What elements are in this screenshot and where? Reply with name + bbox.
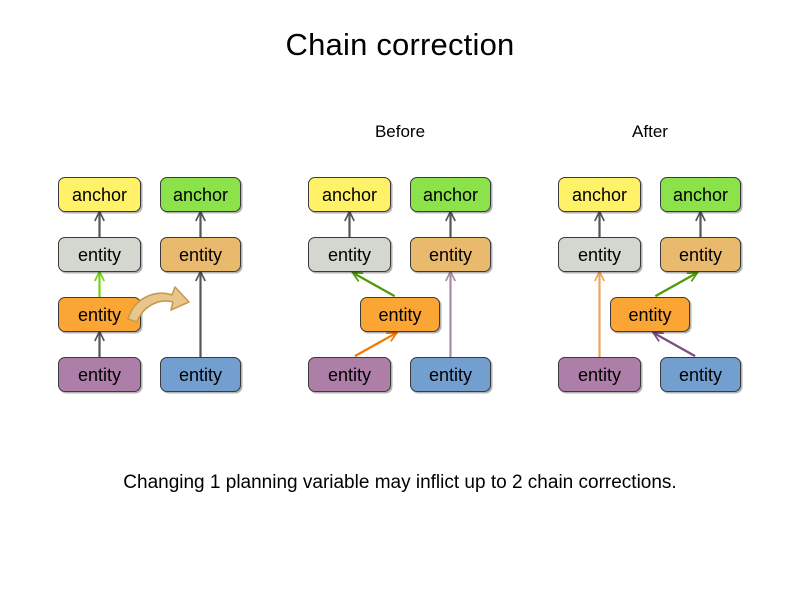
move-arrow-icon [127, 286, 190, 323]
node-original-anchor-green[interactable]: anchor [160, 177, 241, 212]
page-title: Chain correction [285, 27, 515, 62]
node-label: entity [428, 364, 473, 385]
node-label: entity [428, 244, 473, 265]
node-label: entity [77, 244, 122, 265]
node-label: anchor [71, 184, 128, 205]
panel-label-after: After [632, 122, 668, 141]
node-label: anchor [321, 184, 378, 205]
node-original-entity-gray[interactable]: entity [58, 237, 141, 272]
node-label: entity [577, 244, 622, 265]
node-label: entity [378, 304, 422, 325]
node-label: entity [678, 364, 723, 385]
node-label: anchor [571, 184, 628, 205]
node-label: entity [178, 364, 223, 385]
node-label: anchor [672, 184, 729, 205]
node-label: entity [678, 244, 723, 265]
chain-link-entity-orange-to-entity-tan [654, 273, 697, 298]
node-original-entity-purple[interactable]: entity [58, 357, 141, 392]
node-label: entity [577, 364, 622, 385]
node-original-entity-orange[interactable]: entity [58, 297, 141, 332]
node-before-anchor-green[interactable]: anchor [410, 177, 491, 212]
node-after-anchor-yellow[interactable]: anchor [558, 177, 641, 212]
node-original-entity-tan[interactable]: entity [160, 237, 241, 272]
node-after-entity-tan[interactable]: entity [660, 237, 741, 272]
chain-link-entity-blue-to-entity-orange [654, 333, 696, 358]
chain-link-entity-orange-to-entity-gray [353, 273, 396, 298]
node-original-anchor-yellow[interactable]: anchor [58, 177, 141, 212]
node-after-entity-gray[interactable]: entity [558, 237, 641, 272]
node-label: entity [327, 244, 372, 265]
node-before-anchor-yellow[interactable]: anchor [308, 177, 391, 212]
node-after-entity-purple[interactable]: entity [558, 357, 641, 392]
node-before-entity-gray[interactable]: entity [308, 237, 391, 272]
node-label: anchor [422, 184, 479, 205]
node-original-entity-blue[interactable]: entity [160, 357, 241, 392]
slide-caption: Changing 1 planning variable may inflict… [123, 472, 677, 493]
panel-label-before: Before [374, 122, 426, 141]
node-before-entity-orange[interactable]: entity [360, 297, 440, 332]
node-after-entity-orange[interactable]: entity [610, 297, 690, 332]
node-before-entity-purple[interactable]: entity [308, 357, 391, 392]
node-label: entity [327, 364, 372, 385]
node-after-anchor-green[interactable]: anchor [660, 177, 741, 212]
node-before-entity-blue[interactable]: entity [410, 357, 491, 392]
node-label: entity [77, 304, 122, 325]
node-before-entity-tan[interactable]: entity [410, 237, 491, 272]
node-after-entity-blue[interactable]: entity [660, 357, 741, 392]
node-label: entity [178, 244, 223, 265]
chain-link-entity-purple-to-entity-orange [354, 333, 397, 358]
node-label: entity [628, 304, 672, 325]
node-label: anchor [172, 184, 229, 205]
node-label: entity [77, 364, 122, 385]
